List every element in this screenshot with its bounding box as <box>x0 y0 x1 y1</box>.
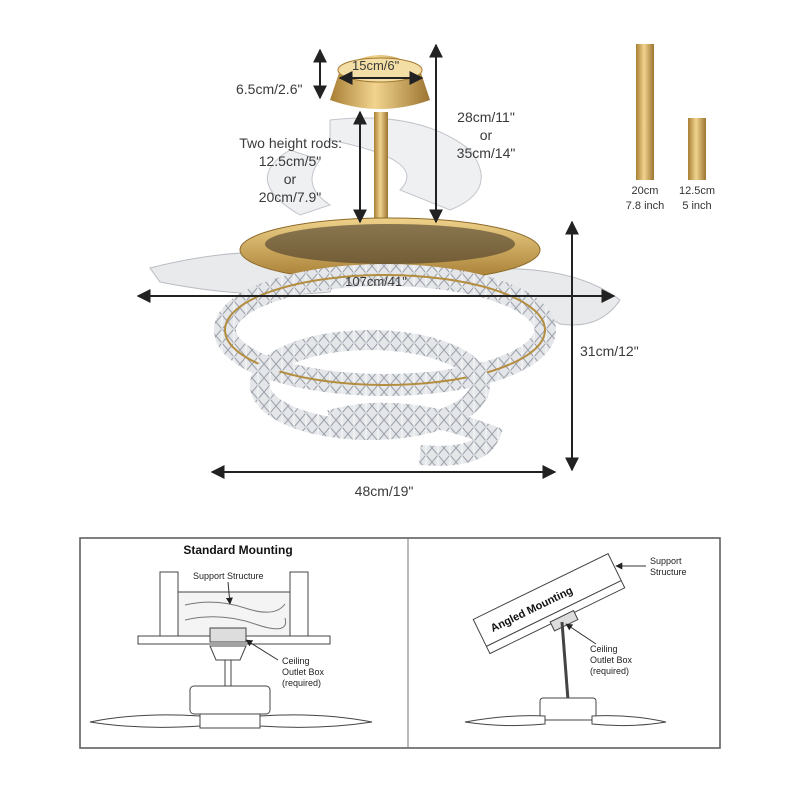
standard-mounting-title: Standard Mounting <box>183 543 292 557</box>
rod1-line1: 20cm <box>632 185 659 197</box>
rod-12-5cm <box>688 118 706 180</box>
rod2-line2: 5 inch <box>682 200 711 212</box>
angled-fan-motor <box>539 697 597 721</box>
standard-support-label: Support Structure <box>193 571 264 581</box>
rod-label-line2: 12.5cm/5" <box>259 153 322 169</box>
fixture-height-label: 31cm/12" <box>580 343 639 359</box>
joist-right <box>289 571 309 639</box>
dimension-arrows <box>136 43 616 479</box>
fixture-width-label: 48cm/19" <box>355 483 414 499</box>
canopy-diameter-label: 15cm/6" <box>352 58 400 73</box>
crystal-ring-bottom <box>327 402 504 466</box>
standard-mounting-panel: Standard Mounting Support Structure Ceil… <box>89 543 373 729</box>
drop-label-line3: 35cm/14" <box>457 145 516 161</box>
angled-outlet-line3: (required) <box>590 666 629 676</box>
standard-outlet-line3: (required) <box>282 678 321 688</box>
blade-span-label: 107cm/41" <box>345 274 407 289</box>
rod1-line2: 7.8 inch <box>626 200 665 212</box>
rod-label-line4: 20cm/7.9" <box>259 189 322 205</box>
standard-outlet-line2: Outlet Box <box>282 667 325 677</box>
angled-support-line1: Support <box>650 556 682 566</box>
angled-mounting-panel: Angled Mounting Support Structure Ceilin… <box>464 552 687 727</box>
canopy-height-label: 6.5cm/2.6" <box>236 81 302 97</box>
rod-label-line3: or <box>284 171 297 187</box>
joist-left <box>159 571 179 639</box>
angled-outlet-line2: Outlet Box <box>590 655 633 665</box>
angled-support-line2: Structure <box>650 567 687 577</box>
drop-label-line2: or <box>480 127 493 143</box>
drop-label-line1: 28cm/11" <box>457 109 515 125</box>
rod2-line1: 12.5cm <box>679 185 715 197</box>
angled-outlet-line1: Ceiling <box>590 644 618 654</box>
crystal-ring-middle <box>250 330 490 440</box>
mounting-diagram: Standard Mounting Support Structure Ceil… <box>79 537 721 749</box>
fan-blade-back <box>329 117 482 211</box>
rod-label-line1: Two height rods: <box>239 135 342 151</box>
rod-options: 20cm 7.8 inch 12.5cm 5 inch <box>626 44 715 212</box>
standard-fan-motor <box>189 685 271 715</box>
ceiling-fan-illustration <box>149 55 621 466</box>
standard-outlet-box <box>209 627 247 643</box>
rod-20cm <box>636 44 654 180</box>
fan-blade-back-left <box>266 149 332 216</box>
standard-outlet-line1: Ceiling <box>282 656 310 666</box>
down-rod <box>374 112 388 222</box>
